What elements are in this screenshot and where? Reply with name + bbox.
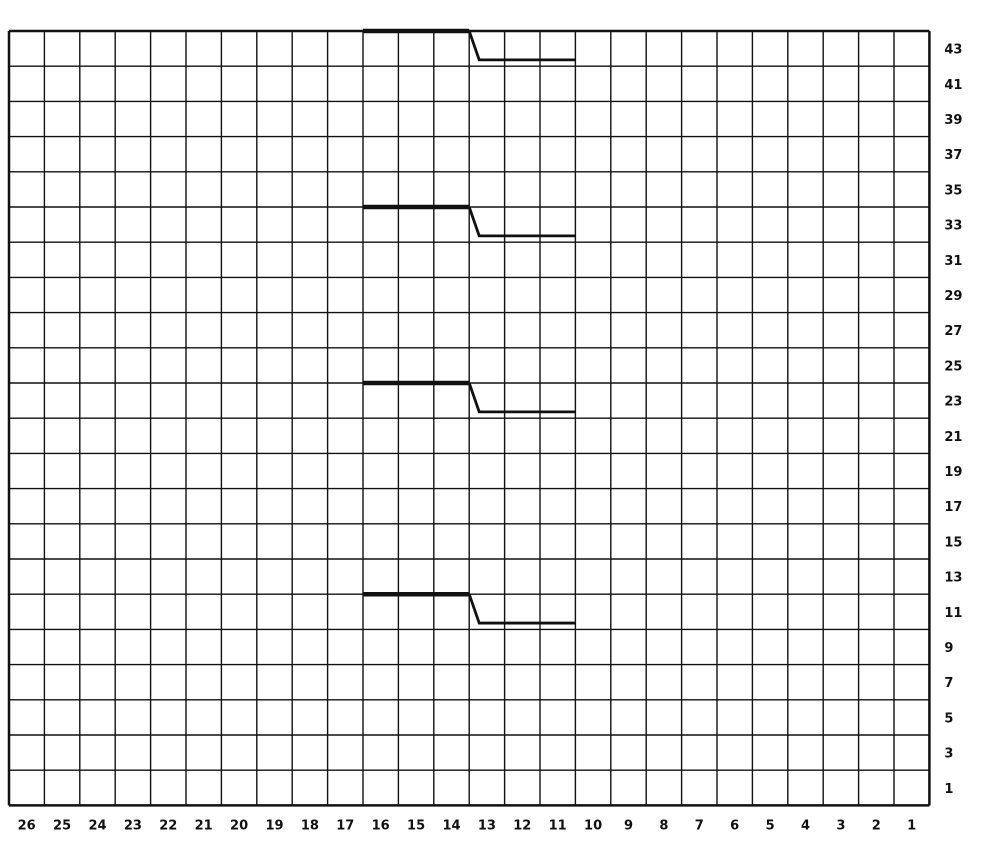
column-label: 22	[159, 818, 177, 833]
row-label: 9	[944, 641, 953, 656]
column-label: 14	[442, 818, 460, 833]
column-label: 10	[584, 818, 602, 833]
row-label: 11	[944, 606, 962, 621]
row-label: 17	[944, 500, 962, 515]
column-label: 11	[549, 818, 567, 833]
row-label: 7	[944, 676, 953, 691]
row-label: 5	[944, 711, 953, 726]
column-label: 16	[372, 818, 390, 833]
column-label: 3	[836, 818, 845, 833]
cable-lines	[363, 28, 576, 625]
row-label: 25	[944, 359, 962, 374]
column-label: 21	[195, 818, 213, 833]
cable-bottom-line	[467, 382, 576, 414]
column-label: 19	[265, 818, 283, 833]
cable-bottom-line	[467, 593, 576, 625]
row-label: 39	[944, 113, 962, 128]
row-label: 31	[944, 254, 962, 269]
column-label: 7	[695, 818, 704, 833]
column-label: 8	[659, 818, 668, 833]
column-label: 9	[624, 818, 633, 833]
cable-bottom-line	[467, 206, 576, 238]
column-label: 26	[18, 818, 36, 833]
chart-gridlines	[7, 29, 931, 807]
row-label: 15	[944, 535, 962, 550]
row-label: 29	[944, 289, 962, 304]
cable-bottom-line	[467, 30, 576, 62]
row-label: 23	[944, 395, 962, 410]
column-label: 4	[801, 818, 810, 833]
column-label: 6	[730, 818, 739, 833]
row-label: 13	[944, 571, 962, 586]
row-label: 35	[944, 183, 962, 198]
row-label: 27	[944, 324, 962, 339]
row-label: 21	[944, 430, 962, 445]
row-label: 3	[944, 747, 953, 762]
column-label: 15	[407, 818, 425, 833]
column-label: 13	[478, 818, 496, 833]
row-label: 43	[944, 43, 962, 58]
column-label: 24	[88, 818, 106, 833]
column-label: 2	[872, 818, 881, 833]
column-label: 1	[907, 818, 916, 833]
row-label: 1	[944, 782, 953, 797]
column-label: 20	[230, 818, 248, 833]
column-label: 18	[301, 818, 319, 833]
row-label: 19	[944, 465, 962, 480]
column-label: 23	[124, 818, 142, 833]
row-label: 33	[944, 219, 962, 234]
column-label: 25	[53, 818, 71, 833]
column-label: 12	[513, 818, 531, 833]
column-label: 17	[336, 818, 354, 833]
row-label: 41	[944, 78, 962, 93]
row-label: 37	[944, 148, 962, 163]
column-label: 5	[766, 818, 775, 833]
